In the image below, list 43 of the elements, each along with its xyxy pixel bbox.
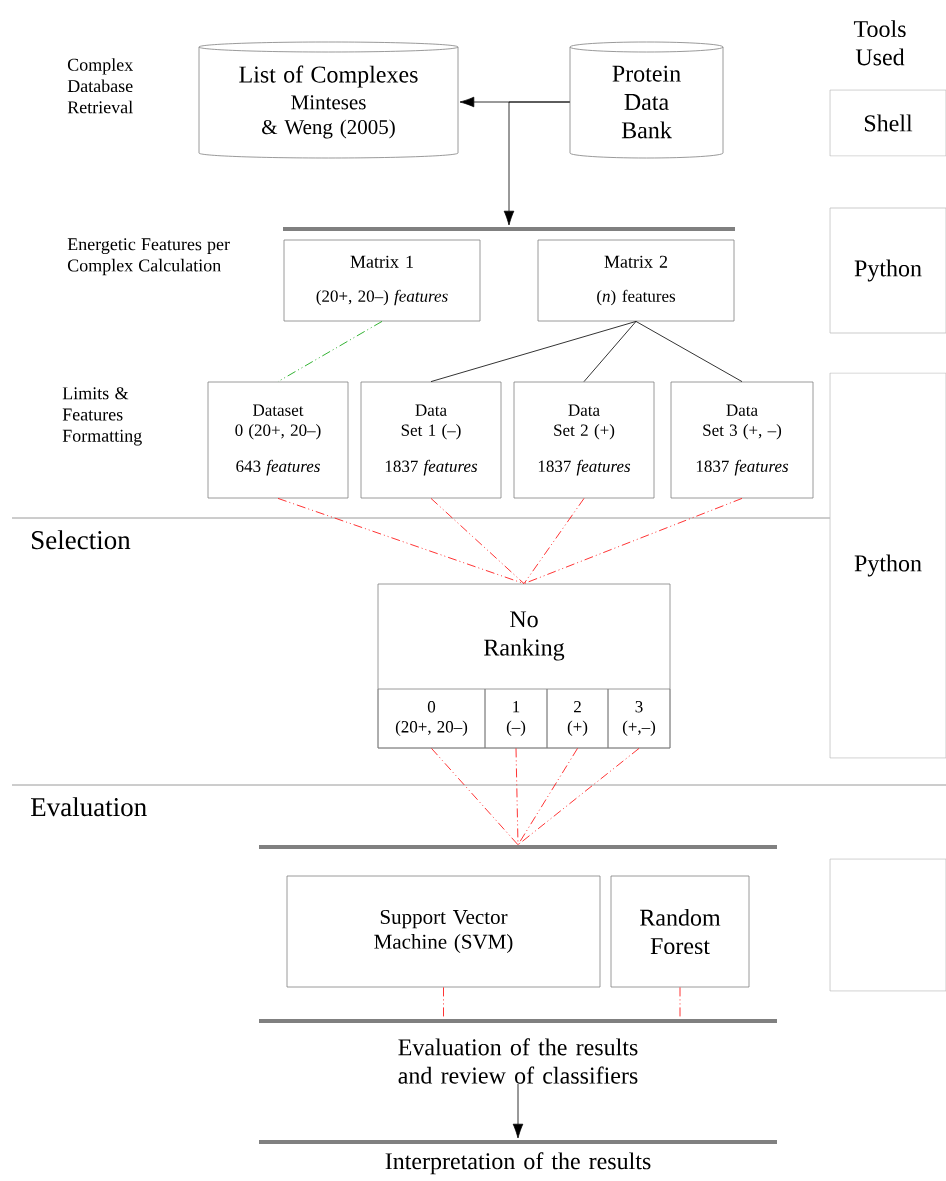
bar — [259, 1019, 777, 1023]
matrix-box: Matrix 1 (20+, 20–) features — [283, 239, 481, 322]
table-cell: 2 (+) — [546, 688, 609, 749]
table-cell: 0 (20+, 20–) — [377, 688, 486, 749]
connector-line — [523, 498, 585, 584]
connector-line — [431, 748, 519, 846]
connector-line — [430, 498, 525, 584]
tool-box — [829, 858, 946, 992]
table-cell: 3 (+,–) — [607, 688, 671, 749]
classifier-box: Random Forest — [610, 875, 750, 988]
stage-label: Limits & Features Formatting — [62, 387, 142, 446]
database-cylinder: Protein Data Bank — [569, 41, 724, 159]
connector-line — [523, 498, 743, 584]
stage-label: Energetic Features per Complex Calculation — [67, 238, 230, 276]
classifier-box: Support Vector Machine (SVM) — [286, 875, 601, 988]
bar: Interpretation of the results — [259, 1140, 777, 1175]
column-heading: Tools Used — [853, 20, 906, 66]
step-text: Evaluation of the results and review of classifiers — [398, 1038, 638, 1084]
section-heading: Evaluation — [31, 797, 147, 817]
connector-line — [517, 748, 578, 846]
matrix-box: Matrix 2 (n) features — [537, 239, 735, 322]
dataset-box: Data Set 3 (+, –) 1837 features — [670, 381, 814, 499]
connector-line — [517, 748, 640, 846]
table-cell: 1 (–) — [484, 688, 548, 749]
node-label: Interpretation of the results — [385, 1152, 651, 1175]
database-cylinder: List of Complexes Minteses & Weng (2005) — [198, 41, 459, 159]
connector-line — [635, 321, 743, 382]
stage-label: Complex Database Retrieval — [67, 58, 133, 114]
connector-line — [430, 321, 637, 382]
connector-line — [583, 321, 637, 382]
bar — [283, 227, 735, 231]
tool-box: Python — [829, 207, 946, 334]
tool-box: Python — [829, 372, 946, 759]
arrow — [512, 1083, 524, 1139]
dataset-box: Data Set 1 (–) 1837 features — [360, 381, 502, 499]
connector-line — [277, 321, 383, 382]
dataset-box: Dataset 0 (20+, 20–) 643 features — [207, 381, 349, 499]
section-heading: Selection — [32, 530, 131, 550]
dataset-box: Data Set 2 (+) 1837 features — [513, 381, 655, 499]
arrow — [503, 101, 571, 226]
tool-box: Shell — [829, 89, 946, 157]
connector-line — [515, 748, 519, 846]
bar — [259, 845, 777, 849]
